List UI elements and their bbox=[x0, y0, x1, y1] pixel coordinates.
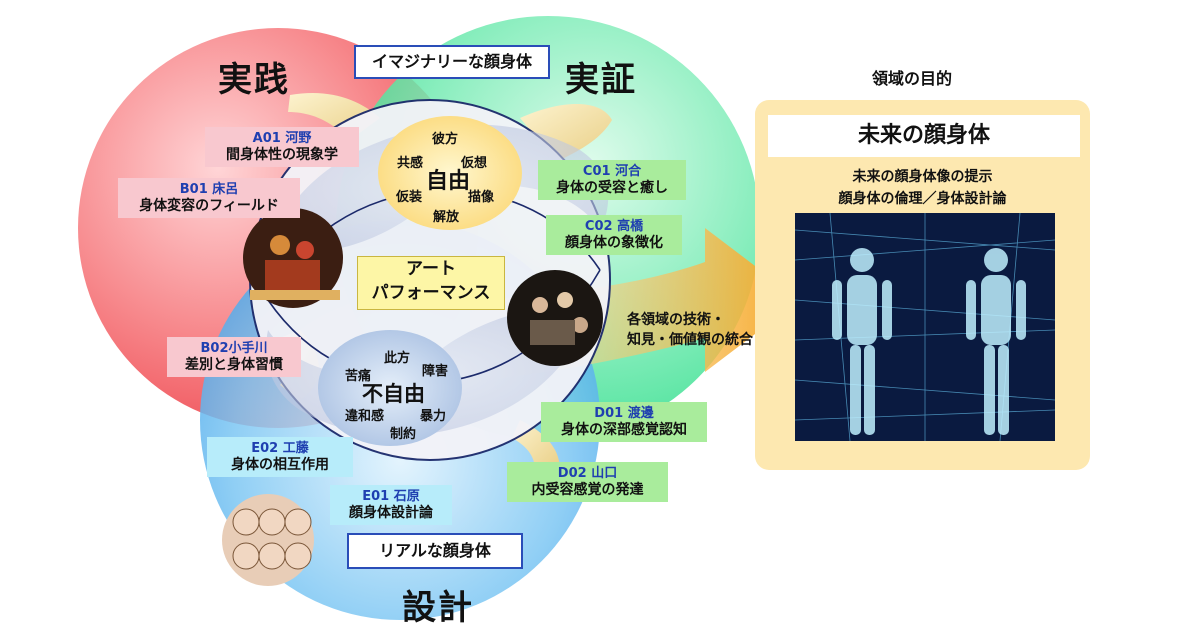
unfreedom-word: 苦痛 bbox=[345, 369, 372, 384]
arrow-text: 各領域の技術・ 知見・価値観の統合 bbox=[627, 310, 753, 350]
tag-c01: C01 河合 身体の受容と癒し bbox=[538, 160, 686, 200]
dance-photo bbox=[243, 208, 343, 308]
android-faces-photo bbox=[222, 494, 314, 586]
tag-b01: B01 床呂 身体変容のフィールド bbox=[118, 178, 300, 218]
unfreedom-word: 暴力 bbox=[420, 409, 447, 424]
purpose-header: 領域の目的 bbox=[872, 69, 953, 88]
art-line2: パフォーマンス bbox=[371, 283, 491, 303]
freedom-word: 描像 bbox=[468, 190, 495, 205]
unfreedom-word: 違和感 bbox=[345, 409, 385, 424]
imaginary-body-box: イマジナリーな顔身体 bbox=[354, 45, 550, 79]
tag-a01-text: 間身体性の現象学 bbox=[226, 147, 338, 163]
freedom-word: 解放 bbox=[433, 210, 460, 225]
freedom-blob bbox=[378, 116, 522, 230]
unfreedom-center: 不自由 bbox=[362, 382, 425, 406]
unfreedom-word: 障害 bbox=[422, 364, 449, 379]
future-body-image bbox=[794, 212, 1056, 442]
tag-e01-code: E01 石原 bbox=[362, 489, 420, 504]
freedom-word: 彼方 bbox=[432, 132, 459, 147]
purpose-line2: 顔身体の倫理／身体設計論 bbox=[838, 191, 1007, 207]
unfreedom-word: 制約 bbox=[390, 427, 417, 442]
ribbon-right bbox=[520, 104, 612, 160]
tag-d01-code: D01 渡邊 bbox=[594, 406, 654, 421]
tag-c01-text: 身体の受容と癒し bbox=[556, 180, 668, 196]
evidence-label: 実証 bbox=[565, 60, 637, 100]
practice-label: 実践 bbox=[218, 60, 290, 100]
tag-d02-code: D02 山口 bbox=[557, 466, 618, 481]
purpose-description: 未来の顔身体像の提示 顔身体の倫理／身体設計論 bbox=[755, 166, 1090, 210]
unfreedom-blob bbox=[318, 330, 462, 446]
tag-c01-code: C01 河合 bbox=[582, 164, 642, 179]
tag-c02-text: 顔身体の象徴化 bbox=[565, 235, 663, 251]
tag-b02: B02小手川 差別と身体習慣 bbox=[167, 337, 301, 377]
tag-b01-code: B01 床呂 bbox=[179, 182, 239, 197]
tag-e02-text: 身体の相互作用 bbox=[231, 457, 329, 473]
tag-e01: E01 石原 顔身体設計論 bbox=[330, 485, 452, 525]
tag-d01: D01 渡邊 身体の深部感覚認知 bbox=[541, 402, 707, 442]
tag-b02-code: B02小手川 bbox=[200, 341, 268, 356]
tag-b01-text: 身体変容のフィールド bbox=[139, 198, 279, 214]
purpose-title: 未来の顔身体 bbox=[768, 115, 1080, 157]
performance-photo bbox=[507, 270, 603, 366]
tag-a01-code: A01 河野 bbox=[252, 131, 312, 146]
design-label: 設計 bbox=[402, 588, 474, 628]
art-line1: アート bbox=[406, 259, 456, 279]
arrow-line2: 知見・価値観の統合 bbox=[627, 332, 753, 348]
tag-a01: A01 河野 間身体性の現象学 bbox=[205, 127, 359, 167]
arrow-line1: 各領域の技術・ bbox=[627, 312, 725, 328]
tag-d01-text: 身体の深部感覚認知 bbox=[561, 422, 687, 438]
tag-e01-text: 顔身体設計論 bbox=[349, 505, 433, 521]
tag-c02-code: C02 高橋 bbox=[584, 219, 644, 234]
freedom-center: 自由 bbox=[426, 169, 471, 194]
tag-e02-code: E02 工藤 bbox=[251, 441, 309, 456]
unfreedom-word: 此方 bbox=[384, 351, 411, 366]
tag-d02: D02 山口 内受容感覚の発達 bbox=[507, 462, 668, 502]
purpose-line1: 未来の顔身体像の提示 bbox=[852, 169, 993, 185]
art-performance-box: アート パフォーマンス bbox=[357, 256, 505, 310]
tag-e02: E02 工藤 身体の相互作用 bbox=[207, 437, 353, 477]
tag-b02-text: 差別と身体習慣 bbox=[185, 357, 283, 373]
tag-d02-text: 内受容感覚の発達 bbox=[531, 482, 644, 498]
tag-c02: C02 高橋 顔身体の象徴化 bbox=[546, 215, 682, 255]
freedom-word: 仮装 bbox=[396, 190, 423, 205]
real-body-box: リアルな顔身体 bbox=[347, 533, 523, 569]
freedom-word: 仮想 bbox=[461, 156, 488, 171]
freedom-word: 共感 bbox=[397, 156, 424, 171]
